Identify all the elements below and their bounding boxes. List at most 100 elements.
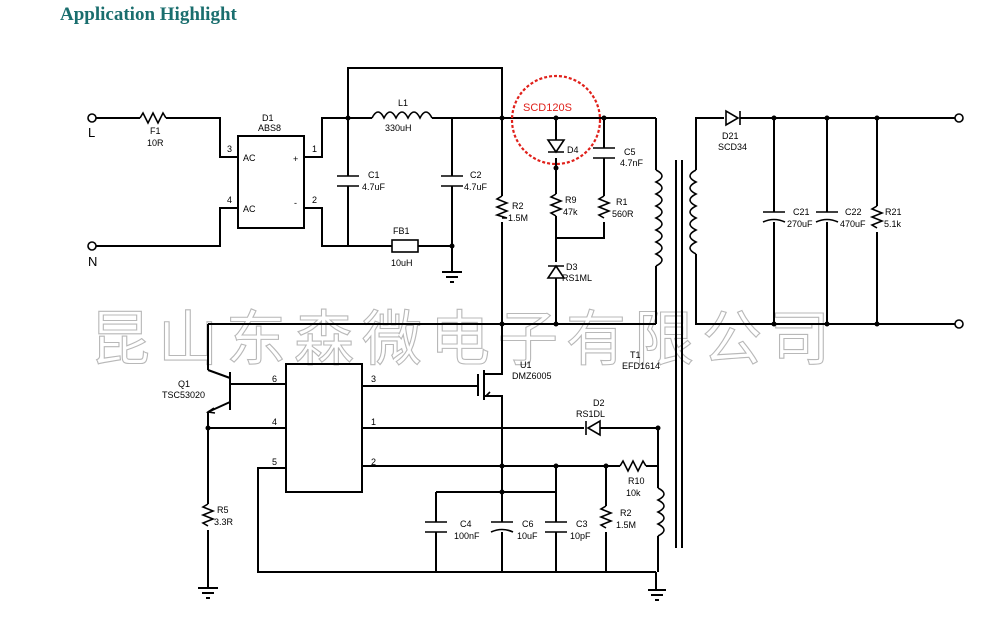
- svg-text:3: 3: [227, 144, 232, 154]
- ferrite-bead-fb1: FB1 10uH: [391, 226, 419, 268]
- svg-text:D2: D2: [593, 398, 605, 408]
- input-terminal-n: N: [87, 241, 97, 269]
- fuse-f1: F1 10R: [139, 111, 167, 148]
- svg-text:5.1k: 5.1k: [884, 219, 902, 229]
- svg-text:DMZ6005: DMZ6005: [512, 371, 552, 381]
- svg-text:F1: F1: [150, 126, 161, 136]
- svg-text:3: 3: [371, 374, 376, 384]
- svg-text:R2: R2: [512, 201, 524, 211]
- ground-c2: [442, 271, 462, 283]
- resistor-r1: R1 560R: [596, 195, 634, 219]
- svg-text:C21: C21: [793, 207, 810, 217]
- resistor-r5: R5 3.3R: [200, 503, 234, 527]
- svg-text:C2: C2: [470, 170, 482, 180]
- svg-text:EFD1614: EFD1614: [622, 361, 660, 371]
- diode-d2: D2 RS1DL: [576, 398, 605, 437]
- svg-text:FB1: FB1: [393, 226, 410, 236]
- capacitor-c22: C22 470uF: [815, 207, 866, 229]
- transformer-aux-winding: [656, 487, 665, 537]
- svg-text:2: 2: [371, 457, 376, 467]
- svg-text:C6: C6: [522, 519, 534, 529]
- svg-text:C1: C1: [368, 170, 380, 180]
- svg-text:10k: 10k: [626, 488, 641, 498]
- svg-text:4: 4: [227, 195, 232, 205]
- input-terminal-l: L: [87, 113, 97, 140]
- svg-text:10R: 10R: [147, 138, 164, 148]
- svg-text:470uF: 470uF: [840, 219, 866, 229]
- svg-text:10uH: 10uH: [391, 258, 413, 268]
- svg-text:R5: R5: [217, 505, 229, 515]
- output-terminal-positive: [954, 113, 964, 123]
- svg-text:4: 4: [272, 417, 277, 427]
- svg-text:RS1ML: RS1ML: [562, 273, 592, 283]
- transformer-t1: T1 EFD1614: [622, 160, 698, 548]
- resistor-r2-feedback: R2 1.5M: [598, 505, 636, 530]
- svg-text:R2: R2: [620, 508, 632, 518]
- resistor-r2-startup: R2 1.5M: [494, 195, 528, 223]
- resistor-r9: R9 47k: [548, 193, 578, 217]
- svg-text:D4: D4: [567, 145, 579, 155]
- svg-text:1: 1: [312, 144, 317, 154]
- svg-text:R21: R21: [885, 207, 902, 217]
- svg-text:100nF: 100nF: [454, 531, 480, 541]
- svg-text:D21: D21: [722, 131, 739, 141]
- svg-text:AC: AC: [243, 204, 256, 214]
- svg-text:+: +: [293, 154, 298, 164]
- svg-text:560R: 560R: [612, 209, 634, 219]
- capacitor-c21: C21 270uF: [762, 207, 813, 229]
- svg-text:C3: C3: [576, 519, 588, 529]
- svg-text:D1: D1: [262, 113, 274, 123]
- bridge-rectifier-d1: D1 ABS8 3 4 AC AC + - 1 2: [227, 113, 317, 229]
- capacitor-c4: C4 100nF: [425, 519, 480, 541]
- svg-text:C5: C5: [624, 147, 636, 157]
- junction-dots: [205, 115, 880, 495]
- svg-text:47k: 47k: [563, 207, 578, 217]
- svg-text:6: 6: [272, 374, 277, 384]
- capacitor-c3: C3 10pF: [545, 519, 591, 541]
- svg-text:2: 2: [312, 195, 317, 205]
- svg-text:10pF: 10pF: [570, 531, 591, 541]
- svg-text:4.7nF: 4.7nF: [620, 158, 644, 168]
- svg-text:N: N: [88, 254, 97, 269]
- svg-text:SCD34: SCD34: [718, 142, 747, 152]
- svg-text:R1: R1: [616, 197, 628, 207]
- svg-text:270uF: 270uF: [787, 219, 813, 229]
- svg-text:L1: L1: [398, 98, 408, 108]
- svg-text:10uF: 10uF: [517, 531, 538, 541]
- transistor-q1: Q1 TSC53020: [162, 369, 231, 414]
- capacitor-c6: C6 10uF: [490, 519, 538, 541]
- svg-text:1: 1: [371, 417, 376, 427]
- svg-text:5: 5: [272, 457, 277, 467]
- capacitor-c1: C1 4.7uF: [337, 170, 386, 192]
- ground-r5: [198, 587, 218, 599]
- inductor-l1: L1 330uH: [371, 98, 433, 133]
- svg-text:R10: R10: [628, 476, 645, 486]
- output-terminal-negative: [954, 319, 964, 329]
- svg-text:R9: R9: [565, 195, 577, 205]
- capacitor-c2: C2 4.7uF: [441, 170, 488, 192]
- page-title: Application Highlight: [60, 4, 237, 25]
- svg-text:TSC53020: TSC53020: [162, 390, 205, 400]
- watermark-text: 昆山东森微电子有限公司: [90, 305, 838, 375]
- svg-text:D3: D3: [566, 262, 578, 272]
- svg-text:C22: C22: [845, 207, 862, 217]
- svg-text:1.5M: 1.5M: [508, 213, 528, 223]
- capacitor-c5: C5 4.7nF: [593, 147, 644, 168]
- ground-aux: [648, 572, 666, 601]
- controller-ic: 6 4 5 3 1 2: [272, 363, 376, 493]
- svg-text:ABS8: ABS8: [258, 123, 281, 133]
- svg-text:U1: U1: [520, 360, 532, 370]
- svg-text:RS1DL: RS1DL: [576, 409, 605, 419]
- svg-text:T1: T1: [630, 350, 641, 360]
- svg-text:SCD120S: SCD120S: [523, 102, 572, 114]
- highlight-circle-scd120s: SCD120S: [510, 74, 602, 166]
- svg-text:L: L: [88, 125, 95, 140]
- svg-text:4.7uF: 4.7uF: [362, 182, 386, 192]
- svg-text:1.5M: 1.5M: [616, 520, 636, 530]
- svg-text:Q1: Q1: [178, 379, 190, 389]
- diode-d4: D4: [546, 139, 579, 155]
- svg-text:3.3R: 3.3R: [214, 517, 234, 527]
- svg-text:4.7uF: 4.7uF: [464, 182, 488, 192]
- resistor-r21: R21 5.1k: [869, 205, 902, 229]
